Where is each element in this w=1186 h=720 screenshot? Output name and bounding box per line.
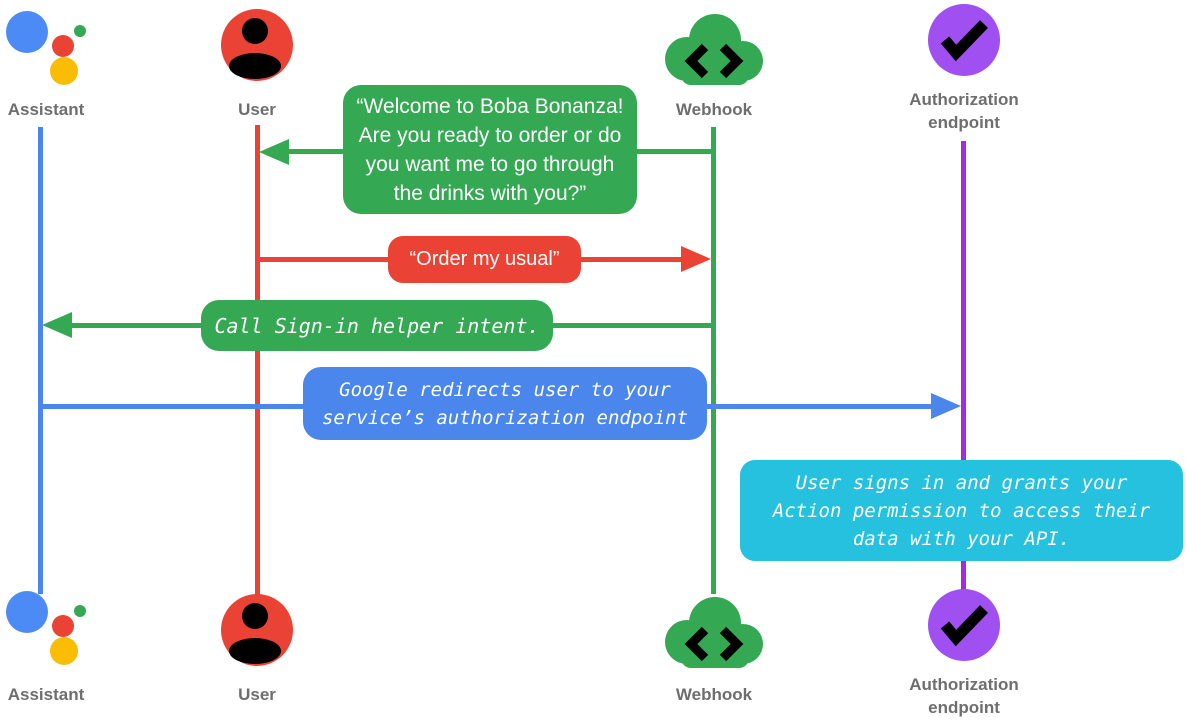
user-label-top: User: [238, 100, 276, 119]
authorization-check-icon: [928, 4, 1000, 81]
webhook-cloud-icon: [657, 9, 770, 92]
assistant-label-top: Assistant: [7, 100, 85, 119]
authorization-endpoint-label-top: Authorization endpoint: [909, 90, 1019, 132]
welcome-arrowhead-icon: [259, 139, 289, 165]
user-label-bottom: User: [238, 685, 276, 704]
authorization-endpoint-lifeline: [961, 141, 966, 591]
signin-message-text: Call Sign-in helper intent.: [214, 313, 540, 338]
order-message-text: “Order my usual”: [409, 248, 560, 270]
redirect-message-bubble: Google redirects user to your service’s …: [303, 367, 707, 440]
assistant-label-bottom: Assistant: [7, 685, 85, 704]
webhook-label-bottom: Webhook: [675, 685, 753, 704]
authorization-check-icon: [928, 589, 1000, 666]
user-lifeline: [255, 125, 260, 596]
user-icon: [220, 593, 294, 672]
authorization-endpoint-label-bottom: Authorization endpoint: [909, 675, 1019, 717]
webhook-lifeline: [711, 127, 716, 594]
order-message-bubble: “Order my usual”: [388, 236, 581, 283]
signin-arrowhead-icon: [42, 312, 72, 338]
assistant-lifeline: [38, 127, 43, 594]
welcome-message-bubble: “Welcome to Boba Bonanza! Are you ready …: [343, 85, 637, 214]
grant-note-text: User signs in and grants your Action per…: [772, 471, 1151, 550]
order-arrowhead-icon: [681, 246, 711, 272]
welcome-message-text: “Welcome to Boba Bonanza! Are you ready …: [356, 94, 624, 205]
redirect-arrowhead-icon: [931, 393, 961, 419]
webhook-cloud-icon: [657, 592, 770, 675]
google-assistant-icon: [5, 9, 87, 90]
signin-message-bubble: Call Sign-in helper intent.: [201, 300, 553, 351]
redirect-message-text: Google redirects user to your service’s …: [321, 378, 689, 429]
grant-note-bubble: User signs in and grants your Action per…: [740, 460, 1183, 561]
google-assistant-icon: [5, 589, 87, 670]
webhook-label-top: Webhook: [675, 100, 753, 119]
user-icon: [220, 8, 294, 87]
